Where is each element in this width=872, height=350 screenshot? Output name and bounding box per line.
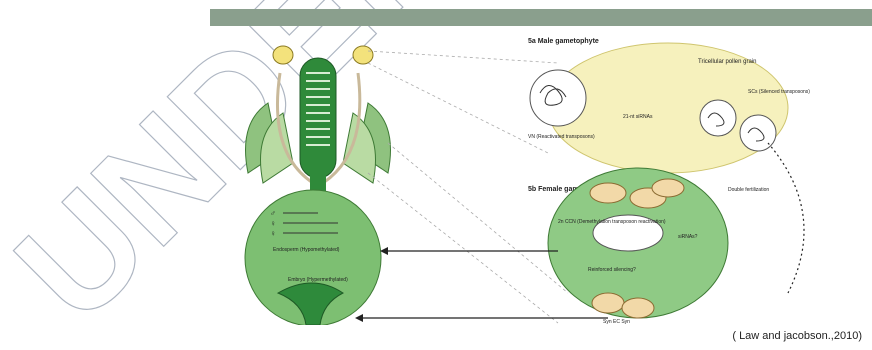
header-bar (210, 9, 872, 26)
sirna-label: 21-nt siRNAs (623, 114, 653, 120)
endosperm-label: Endosperm (Hypomethylated) (273, 247, 340, 253)
double-fertilization-label: Double fertilization (728, 187, 769, 193)
seed-panel: ♂ ♀ ♀ Endosperm (Hypomethylated) Embryo … (245, 190, 381, 325)
female-symbol-2: ♀ (270, 229, 276, 238)
flower-illustration (246, 46, 391, 195)
scs-label: SCs (Silenced transposons) (748, 89, 810, 95)
figure-caption: ( Law and jacobson.,2010) (732, 330, 862, 342)
biology-figure: 5a Male gametophyte Tricellular pollen g… (228, 33, 860, 325)
embryo-label: Embryo (Hypermethylated) (288, 277, 348, 283)
male-gametophyte-panel: 5a Male gametophyte Tricellular pollen g… (528, 38, 810, 173)
bottom-cell-labels: Syn EC Syn (603, 319, 630, 325)
vn-label: VN (Reactivated transposons) (528, 134, 595, 140)
pollen-title: Tricellular pollen grain (698, 59, 756, 65)
sirna-question-label: siRNAs? (678, 234, 698, 240)
reinforced-label: Reinforced silencing? (588, 267, 636, 273)
ccn-label: 2n CCN (Demethylation transposon reactiv… (558, 219, 666, 225)
panel-male-title: 5a Male gametophyte (528, 38, 599, 45)
male-symbol: ♂ (270, 209, 276, 218)
female-symbol-1: ♀ (270, 219, 276, 228)
female-gametophyte-panel: 5b Female gametophyte Double fertilizati… (528, 168, 769, 325)
